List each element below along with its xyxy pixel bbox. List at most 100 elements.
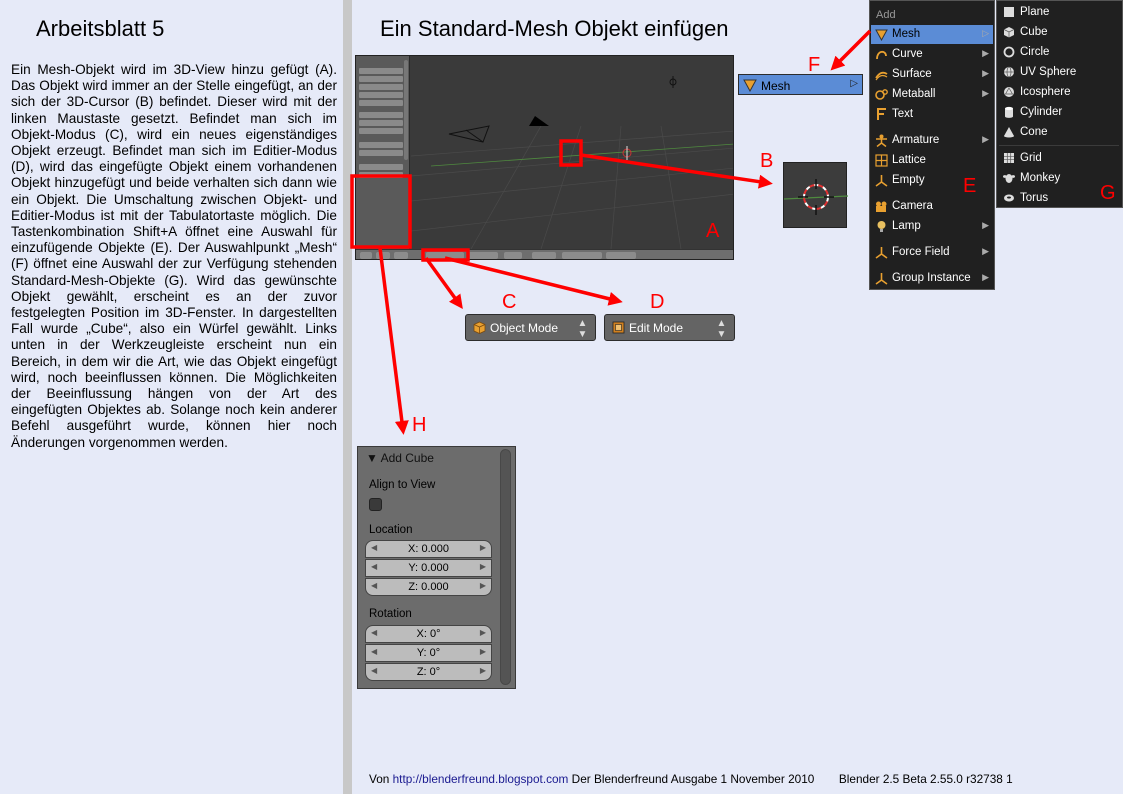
object-cube-icon <box>473 321 486 334</box>
add-menu-item-force-field[interactable]: Force Field ▶ <box>871 243 993 262</box>
uv-sphere-icon <box>1004 66 1014 78</box>
decrement-arrow-icon[interactable]: ◀ <box>371 562 378 571</box>
increment-arrow-icon[interactable]: ▶ <box>479 628 486 637</box>
decrement-arrow-icon[interactable]: ◀ <box>371 581 378 590</box>
add-menu-item-label: Camera <box>892 200 933 212</box>
mesh-triangle-icon <box>875 29 888 41</box>
grid-icon <box>1004 153 1014 163</box>
add-menu-item-metaball[interactable]: Metaball ▶ <box>871 85 993 104</box>
add-menu-item-armature[interactable]: Armature ▶ <box>871 131 993 150</box>
location-x-field[interactable]: ◀ X: 0.000 ▶ <box>365 540 492 558</box>
align-to-view-checkbox[interactable] <box>369 498 382 511</box>
mesh-item-label: Plane <box>1020 6 1050 18</box>
align-to-view-label: Align to View <box>369 479 436 491</box>
decrement-arrow-icon[interactable]: ◀ <box>371 628 378 637</box>
tool-shelf-scrollbar[interactable] <box>404 60 408 160</box>
mesh-item-icosphere[interactable]: Icosphere <box>998 83 1122 102</box>
increment-arrow-icon[interactable]: ▶ <box>479 543 486 552</box>
mesh-item-cube[interactable]: Cube <box>998 23 1122 42</box>
object-mode-button[interactable]: Object Mode ▲▼ <box>465 314 596 341</box>
add-menu-item-empty[interactable]: Empty <box>871 171 993 190</box>
callout-h: H <box>412 414 427 436</box>
mesh-item-cylinder[interactable]: Cylinder <box>998 103 1122 122</box>
camera-icon <box>876 201 887 212</box>
mesh-item-torus[interactable]: Torus <box>998 189 1122 208</box>
metaball-icon <box>875 89 888 100</box>
decrement-arrow-icon[interactable]: ◀ <box>371 666 378 675</box>
add-menu-item-mesh[interactable]: Mesh ▷ <box>871 25 993 44</box>
footer: Von http://blenderfreund.blogspot.com De… <box>369 772 1013 786</box>
add-menu-item-group-instance[interactable]: Group Instance ▶ <box>871 269 993 288</box>
location-y-field[interactable]: ◀ Y: 0.000 ▶ <box>365 559 492 577</box>
rotation-label: Rotation <box>369 608 412 620</box>
rotation-z-field[interactable]: ◀ Z: 0° ▶ <box>365 663 492 681</box>
panel-scrollbar[interactable] <box>500 449 511 685</box>
location-label: Location <box>369 524 413 536</box>
edit-mode-label: Edit Mode <box>629 321 684 335</box>
header-button <box>394 252 408 259</box>
page-title: Ein Standard-Mesh Objekt einfügen <box>380 16 729 41</box>
camera-object <box>448 125 490 143</box>
cube-icon <box>1003 27 1015 38</box>
mesh-item-grid[interactable]: Grid <box>998 149 1122 168</box>
rotation-y-field[interactable]: ◀ Y: 0° ▶ <box>365 644 492 662</box>
footer-text: Der Blenderfreund Ausgabe 1 November 201… <box>571 772 815 786</box>
mode-selector-mini <box>426 252 464 259</box>
add-menu-item-label: Empty <box>892 174 925 186</box>
3d-viewport-screenshot[interactable] <box>355 55 734 260</box>
decrement-arrow-icon[interactable]: ◀ <box>371 647 378 656</box>
submenu-arrow-icon: ▶ <box>982 134 989 144</box>
add-menu-item-surface[interactable]: Surface ▶ <box>871 65 993 84</box>
add-menu-item-label: Mesh <box>892 28 921 40</box>
submenu-arrow-icon: ▶ <box>982 272 989 282</box>
3d-cursor-zoom <box>783 162 849 228</box>
tool-button <box>359 142 403 148</box>
add-cube-panel-header[interactable]: ▼ Add Cube <box>366 451 434 465</box>
header-button <box>532 252 556 259</box>
decrement-arrow-icon[interactable]: ◀ <box>371 543 378 552</box>
add-menu-item-label: Lattice <box>892 154 926 166</box>
tool-button <box>359 112 403 118</box>
add-menu-item-camera[interactable]: Camera <box>871 197 993 216</box>
increment-arrow-icon[interactable]: ▶ <box>479 666 486 675</box>
add-menu-item-label: Lamp <box>892 220 921 232</box>
mesh-item-cone[interactable]: Cone <box>998 123 1122 142</box>
field-value: X: 0° <box>416 628 441 640</box>
menu-separator <box>999 145 1119 146</box>
add-menu-item-curve[interactable]: Curve ▶ <box>871 45 993 64</box>
submenu-arrow-icon: ▶ <box>982 48 989 58</box>
submenu-arrow-icon: ▷ <box>982 28 989 38</box>
increment-arrow-icon[interactable]: ▶ <box>479 581 486 590</box>
add-menu-item-lattice[interactable]: Lattice <box>871 151 993 170</box>
mesh-item-plane[interactable]: Plane <box>998 3 1122 22</box>
tool-button <box>359 100 403 106</box>
mesh-submenu: Plane Cube Circle UV Sphere Icosphere Cy… <box>996 0 1123 208</box>
rotation-x-field[interactable]: ◀ X: 0° ▶ <box>365 625 492 643</box>
mesh-item-circle[interactable]: Circle <box>998 43 1122 62</box>
field-value: Y: 0.000 <box>408 562 449 574</box>
torus-icon <box>1004 194 1014 202</box>
increment-arrow-icon[interactable]: ▶ <box>479 562 486 571</box>
footer-prefix: Von <box>369 772 390 786</box>
edit-mode-button[interactable]: Edit Mode ▲▼ <box>604 314 735 341</box>
blog-link[interactable]: http://blenderfreund.blogspot.com <box>392 772 569 786</box>
mesh-item-uv-sphere[interactable]: UV Sphere <box>998 63 1122 82</box>
3d-cursor-icon <box>783 179 849 215</box>
mesh-item-monkey[interactable]: Monkey <box>998 169 1122 188</box>
tool-shelf <box>356 56 410 249</box>
tool-button <box>359 84 403 90</box>
increment-arrow-icon[interactable]: ▶ <box>479 647 486 656</box>
mesh-item-label: Monkey <box>1020 172 1061 184</box>
header-button <box>376 252 390 259</box>
add-menu-item-text[interactable]: Text <box>871 105 993 124</box>
mesh-item-label: Grid <box>1020 152 1042 164</box>
callout-b: B <box>760 150 774 172</box>
object-mode-label: Object Mode <box>490 321 559 335</box>
add-menu-item-lamp[interactable]: Lamp ▶ <box>871 217 993 236</box>
header-button <box>606 252 636 259</box>
submenu-arrow-icon: ▶ <box>982 68 989 78</box>
location-z-field[interactable]: ◀ Z: 0.000 ▶ <box>365 578 492 596</box>
force-field-icon <box>875 247 888 259</box>
callout-e: E <box>963 175 977 197</box>
mesh-menu-item-highlight[interactable]: Mesh ▷ <box>738 74 863 95</box>
